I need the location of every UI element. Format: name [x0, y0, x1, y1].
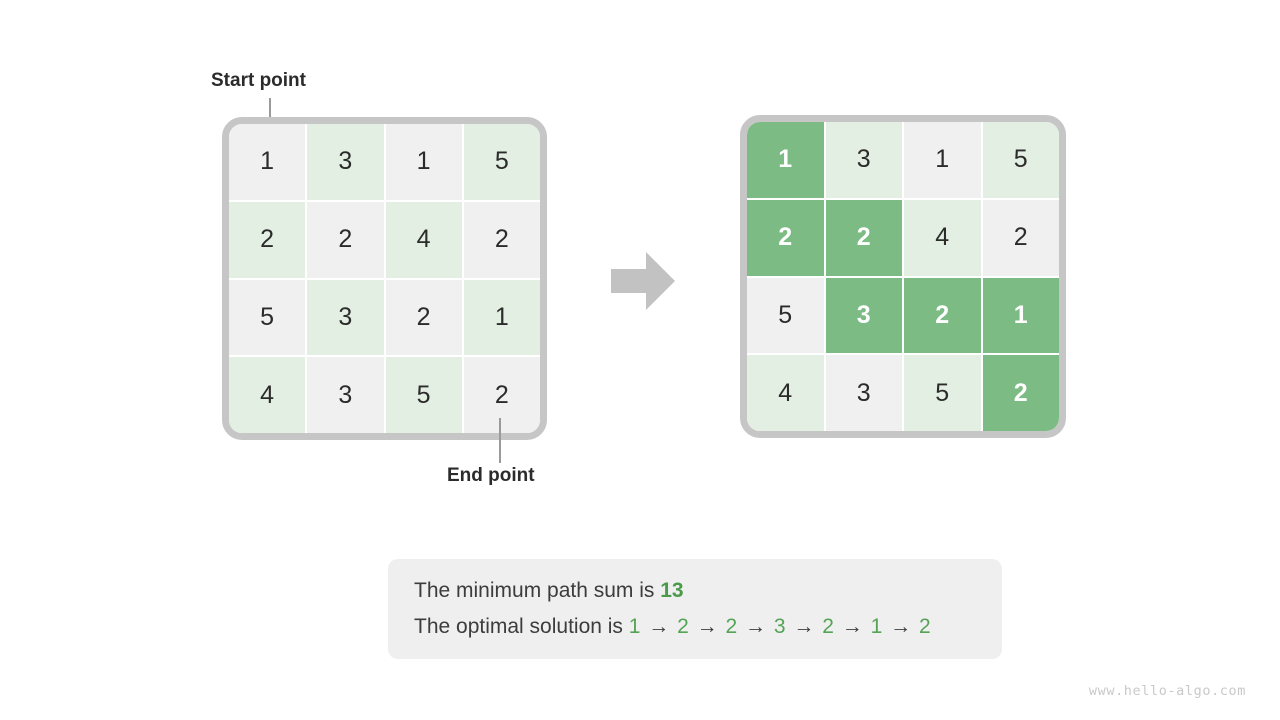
grid-cell: 1: [747, 122, 824, 198]
path-arrow-icon: →: [787, 614, 821, 638]
grid-cell: 3: [307, 357, 384, 433]
grid-cell: 4: [747, 355, 824, 431]
path-arrow-icon: →: [835, 614, 869, 638]
grid-cell: 5: [385, 357, 462, 433]
minimum-path-sum-value: 13: [660, 579, 684, 603]
grid-cell: 2: [229, 201, 306, 278]
grid-cell: 4: [904, 199, 981, 276]
result-panel: The minimum path sum is 13 The optimal s…: [388, 559, 1002, 659]
path-step-value: 1: [628, 614, 641, 638]
grid-cell: 2: [982, 355, 1059, 431]
path-step-value: 2: [918, 614, 931, 638]
grid-cell: 5: [904, 355, 981, 431]
path-arrow-icon: →: [884, 614, 917, 638]
path-arrow-icon: →: [690, 614, 724, 638]
path-arrow-icon: →: [642, 614, 676, 638]
grid-cell: 5: [747, 277, 824, 354]
grid-cell: 3: [825, 355, 902, 431]
grid-cell: 1: [982, 277, 1059, 354]
right-arrow-icon: [611, 252, 675, 310]
grid-cell: 2: [463, 201, 540, 278]
path-step-value: 2: [725, 614, 738, 638]
grid-cell: 1: [229, 124, 306, 200]
watermark: www.hello-algo.com: [1088, 683, 1246, 699]
grid-cell: 2: [385, 279, 462, 356]
grid-cell: 5: [982, 122, 1059, 198]
end-point-connector-line: [499, 418, 501, 463]
optimal-path-sequence: 1 → 2 → 2 → 3 → 2 → 1 → 2: [629, 615, 931, 638]
minimum-path-sum-prefix: The minimum path sum is: [414, 579, 655, 603]
grid-cell: 3: [825, 277, 902, 354]
path-step-value: 2: [822, 614, 834, 638]
grid-cell: 4: [385, 201, 462, 278]
grid-cell: 1: [904, 122, 981, 198]
grid-cell: 3: [825, 122, 902, 198]
grid-cell: 4: [229, 357, 306, 433]
start-point-label: Start point: [211, 70, 306, 91]
minimum-path-sum-line: The minimum path sum is 13: [414, 578, 976, 604]
grid-cell: 2: [982, 199, 1059, 276]
grid-cell: 2: [904, 277, 981, 354]
grid-cell: 2: [825, 199, 902, 276]
grid-cell: 3: [307, 124, 384, 200]
grid-cell: 2: [463, 357, 540, 433]
grid-cell: 2: [307, 201, 384, 278]
grid-cell: 1: [385, 124, 462, 200]
grid-cell: 1: [463, 279, 540, 356]
path-step-value: 1: [870, 614, 883, 638]
grid-cell: 5: [229, 279, 306, 356]
path-step-value: 3: [773, 614, 786, 638]
optimal-solution-prefix: The optimal solution is: [414, 614, 623, 638]
path-step-value: 2: [677, 614, 689, 638]
optimal-solution-line: The optimal solution is 1 → 2 → 2 → 3 → …: [414, 614, 976, 640]
grid-cell: 2: [747, 199, 824, 276]
end-point-label: End point: [447, 465, 535, 486]
grid-cell: 5: [463, 124, 540, 200]
grid-cell: 3: [307, 279, 384, 356]
path-arrow-icon: →: [739, 614, 772, 638]
